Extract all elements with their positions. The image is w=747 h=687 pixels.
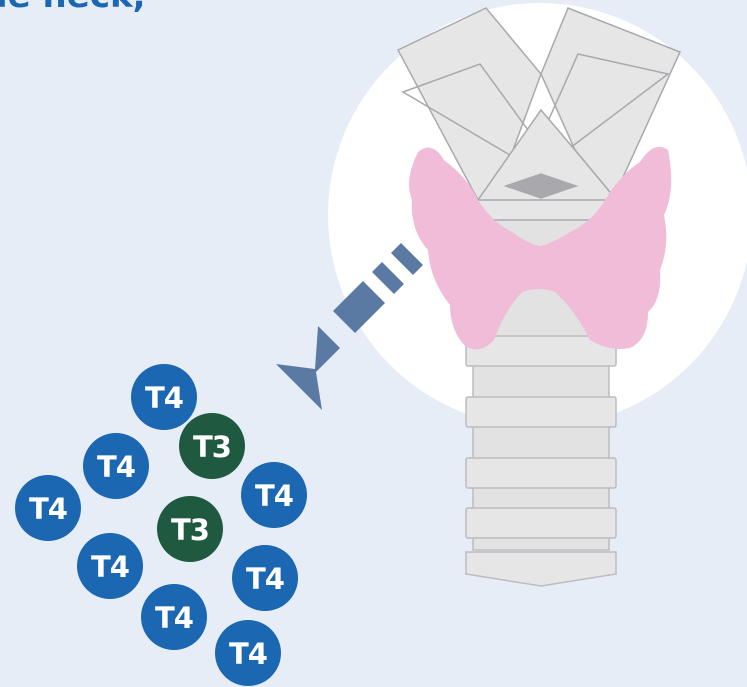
badge-t3-1: T3: [179, 413, 245, 479]
badge-t4-1: T4: [131, 364, 197, 430]
badge-t4-8: T4: [215, 620, 281, 686]
svg-text:T4: T4: [246, 562, 284, 596]
svg-text:T3: T3: [171, 513, 209, 547]
svg-text:T4: T4: [155, 601, 193, 635]
badge-t4-3: T4: [241, 462, 307, 528]
svg-text:T3: T3: [193, 430, 231, 464]
svg-text:T4: T4: [145, 381, 183, 415]
badge-t4-5: T4: [77, 533, 143, 599]
svg-text:T4: T4: [255, 479, 293, 513]
svg-text:T4: T4: [91, 550, 129, 584]
svg-text:T4: T4: [97, 450, 135, 484]
badge-t4-7: T4: [141, 584, 207, 650]
badge-t3-2: T3: [157, 496, 223, 562]
svg-text:T4: T4: [229, 637, 267, 671]
badge-t4-6: T4: [232, 545, 298, 611]
badge-t4-4: T4: [15, 475, 81, 541]
badge-t4-2: T4: [83, 433, 149, 499]
svg-text:T4: T4: [29, 492, 67, 526]
